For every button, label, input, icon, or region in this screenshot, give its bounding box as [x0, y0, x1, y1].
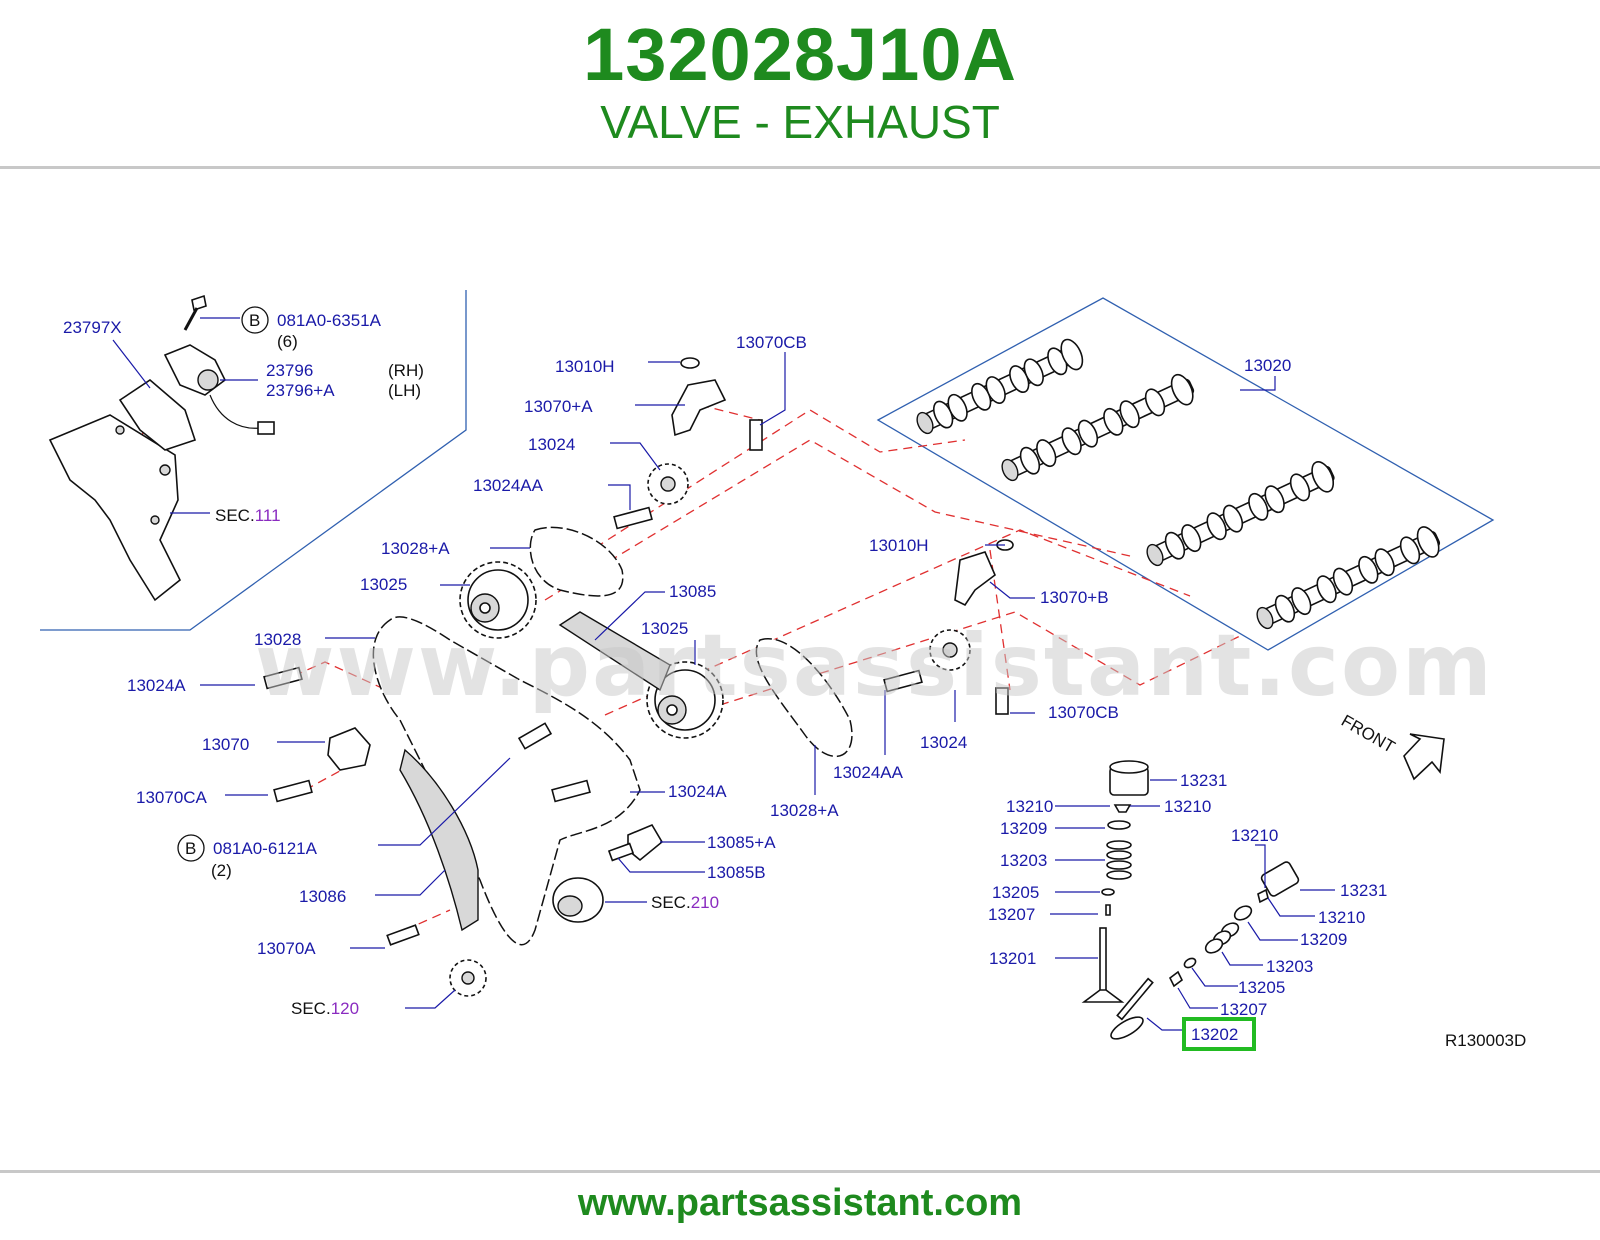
svg-text:(6): (6) — [277, 332, 298, 351]
label-13210-exhaust-top[interactable]: 13210 — [1231, 826, 1278, 845]
small-sprocket-right — [929, 629, 971, 671]
sec210-pulley — [552, 877, 604, 923]
camshaft-sprocket-upper-left — [459, 561, 537, 639]
label-13028a-upper[interactable]: 13028+A — [381, 539, 450, 558]
timing-chain-upper-left — [529, 526, 624, 597]
label-13020[interactable]: 13020 — [1244, 356, 1291, 375]
label-13010h-upper[interactable]: 13010H — [555, 357, 615, 376]
svg-text:(RH): (RH) — [388, 361, 424, 380]
camshaft-sprocket-lower-middle — [646, 661, 724, 739]
label-13203-exhaust[interactable]: 13203 — [1266, 957, 1313, 976]
bolt-marker-b-lower: B — [177, 834, 205, 862]
camshaft-frame — [876, 297, 1495, 651]
label-13210-exhaust[interactable]: 13210 — [1318, 908, 1365, 927]
crank-sprocket — [449, 959, 487, 997]
svg-text:(2): (2) — [211, 861, 232, 880]
label-13024-upper[interactable]: 13024 — [528, 435, 575, 454]
label-13070cb-upper[interactable]: 13070CB — [736, 333, 807, 352]
inset-frame — [40, 290, 467, 631]
header-divider — [0, 166, 1600, 169]
label-13024aa-lower[interactable]: 13024AA — [833, 763, 904, 782]
label-13205-exhaust[interactable]: 13205 — [1238, 978, 1285, 997]
label-23797x[interactable]: 23797X — [63, 318, 122, 337]
chain-guide-13085 — [558, 611, 671, 692]
label-13070b-plus[interactable]: 13070+B — [1040, 588, 1109, 607]
label-sec-210[interactable]: SEC.210 — [651, 893, 719, 912]
label-13202-highlighted[interactable]: 13202 — [1191, 1025, 1238, 1044]
part-name-subtitle: VALVE - EXHAUST — [600, 96, 1000, 148]
label-081a0-6351a[interactable]: 081A0-6351A — [277, 311, 382, 330]
label-13070cb-lower[interactable]: 13070CB — [1048, 703, 1119, 722]
label-13231-exhaust[interactable]: 13231 — [1340, 881, 1387, 900]
small-sprocket-upper — [647, 463, 689, 505]
label-13024-lower[interactable]: 13024 — [920, 733, 967, 752]
front-cover-bracket — [48, 378, 197, 602]
label-13028a-lower[interactable]: 13028+A — [770, 801, 839, 820]
label-13203-intake[interactable]: 13203 — [1000, 851, 1047, 870]
chain-guide-13086 — [399, 748, 479, 932]
label-13028[interactable]: 13028 — [254, 630, 301, 649]
valve-assembly-exhaust — [1110, 861, 1300, 1040]
label-13209-exhaust[interactable]: 13209 — [1300, 930, 1347, 949]
chain-tensioner-13070 — [327, 727, 371, 771]
chain-tensioner-13085a — [627, 823, 664, 862]
label-13201[interactable]: 13201 — [989, 949, 1036, 968]
label-13024aa-upper[interactable]: 13024AA — [473, 476, 544, 495]
svg-text:(LH): (LH) — [388, 381, 421, 400]
svg-text:B: B — [249, 311, 260, 330]
valve-timing-control-solenoid-b — [954, 539, 1014, 607]
front-label: FRONT — [1338, 711, 1398, 757]
label-13070a[interactable]: 13070A — [257, 939, 316, 958]
label-13010h-lower[interactable]: 13010H — [869, 536, 929, 555]
label-13086[interactable]: 13086 — [299, 887, 346, 906]
part-number-title: 132028J10A — [583, 13, 1017, 96]
svg-text:B: B — [185, 839, 196, 858]
timing-chain-right — [755, 637, 853, 757]
leader-lines — [112, 317, 1335, 1031]
highlight-box-13202 — [1182, 1017, 1256, 1051]
label-13207-intake[interactable]: 13207 — [988, 905, 1035, 924]
label-13231-intake[interactable]: 13231 — [1180, 771, 1227, 790]
valve-assembly-intake — [1081, 760, 1149, 1003]
bolt-marker-b-upper: B — [241, 306, 269, 334]
timing-chain-main — [372, 616, 641, 946]
label-13025-lower[interactable]: 13025 — [641, 619, 688, 638]
label-13207-exhaust[interactable]: 13207 — [1220, 1000, 1267, 1019]
label-sec-120[interactable]: SEC.120 — [291, 999, 359, 1018]
label-13025-upper[interactable]: 13025 — [360, 575, 407, 594]
label-23796a[interactable]: 23796+A — [266, 381, 335, 400]
front-direction-arrow — [1403, 733, 1445, 781]
label-081a0-6121a[interactable]: 081A0-6121A — [213, 839, 318, 858]
label-13210-left[interactable]: 13210 — [1006, 797, 1053, 816]
label-13205-intake[interactable]: 13205 — [992, 883, 1039, 902]
label-13070[interactable]: 13070 — [202, 735, 249, 754]
label-13085b[interactable]: 13085B — [707, 863, 766, 882]
footer-url-link[interactable]: www.partsassistant.com — [577, 1182, 1023, 1224]
diagram-ref-code: R130003D — [1445, 1031, 1526, 1050]
label-23796[interactable]: 23796 — [266, 361, 313, 380]
label-13085a[interactable]: 13085+A — [707, 833, 776, 852]
label-13070ca[interactable]: 13070CA — [136, 788, 208, 807]
label-sec-111[interactable]: SEC.111 — [215, 506, 281, 525]
label-13209-intake[interactable]: 13209 — [1000, 819, 1047, 838]
part-labels: 23797X 081A0-6351A (6) 23796 23796+A (RH… — [63, 311, 1526, 1051]
valve-timing-control-solenoid-a — [671, 357, 727, 437]
camshaft-position-sensor — [163, 294, 275, 435]
label-13070a-plus[interactable]: 13070+A — [524, 397, 593, 416]
label-13085[interactable]: 13085 — [669, 582, 716, 601]
label-13024a-middle[interactable]: 13024A — [668, 782, 727, 801]
footer-divider — [0, 1170, 1600, 1173]
page-header: 132028J10A VALVE - EXHAUST — [0, 0, 1600, 170]
label-13024a-left[interactable]: 13024A — [127, 676, 186, 695]
bolts — [263, 419, 1009, 946]
camshaft-assembly — [916, 338, 1441, 630]
label-13210-right[interactable]: 13210 — [1164, 797, 1211, 816]
